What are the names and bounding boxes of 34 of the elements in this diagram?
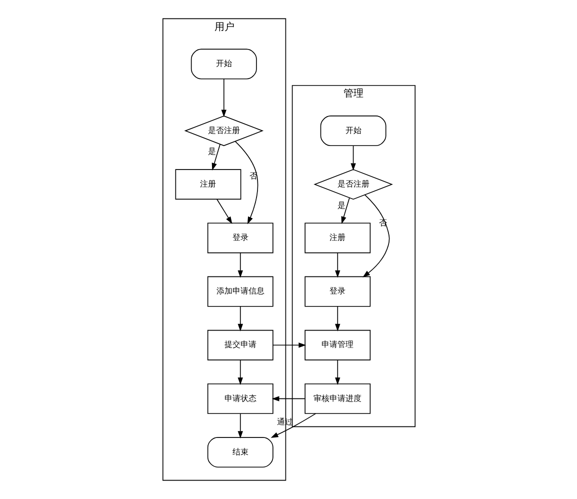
node-box: 结束 xyxy=(206,437,273,468)
arrow xyxy=(350,145,356,171)
node-box: 添加申请信息 xyxy=(206,276,273,307)
node-diamond: 是否注册 xyxy=(313,169,392,200)
arrow xyxy=(237,252,242,278)
node-box: 开始 xyxy=(190,48,256,80)
node-box: 注册 xyxy=(174,169,241,200)
arrow xyxy=(216,199,232,224)
node-box: 登录 xyxy=(206,222,273,254)
arrow xyxy=(334,252,340,278)
node-box: 审核申请进度 xyxy=(304,383,370,414)
node-diamond: 是否注册 xyxy=(184,116,264,146)
node-box: 申请状态 xyxy=(206,383,273,414)
node-box: 登录 xyxy=(304,276,370,307)
node-box: 注册 xyxy=(304,222,370,254)
arrow xyxy=(271,396,305,402)
arrow xyxy=(237,360,242,385)
arrow xyxy=(334,360,340,385)
arrow xyxy=(272,342,306,348)
node-box: 提交申请 xyxy=(206,330,273,360)
edge-label: 否 xyxy=(248,170,257,181)
arrow xyxy=(237,413,242,439)
arrow xyxy=(220,78,226,118)
node-box: 申请管理 xyxy=(304,330,370,360)
arrow xyxy=(237,306,242,332)
arrow xyxy=(234,140,258,224)
arrow xyxy=(211,144,220,170)
edge-label: 是 xyxy=(208,146,216,156)
arrow xyxy=(340,197,350,224)
edge-label: 是 xyxy=(337,200,346,210)
arrow xyxy=(334,306,340,332)
node-box: 开始 xyxy=(320,116,386,146)
arrow xyxy=(362,194,390,278)
arrow xyxy=(270,413,316,438)
